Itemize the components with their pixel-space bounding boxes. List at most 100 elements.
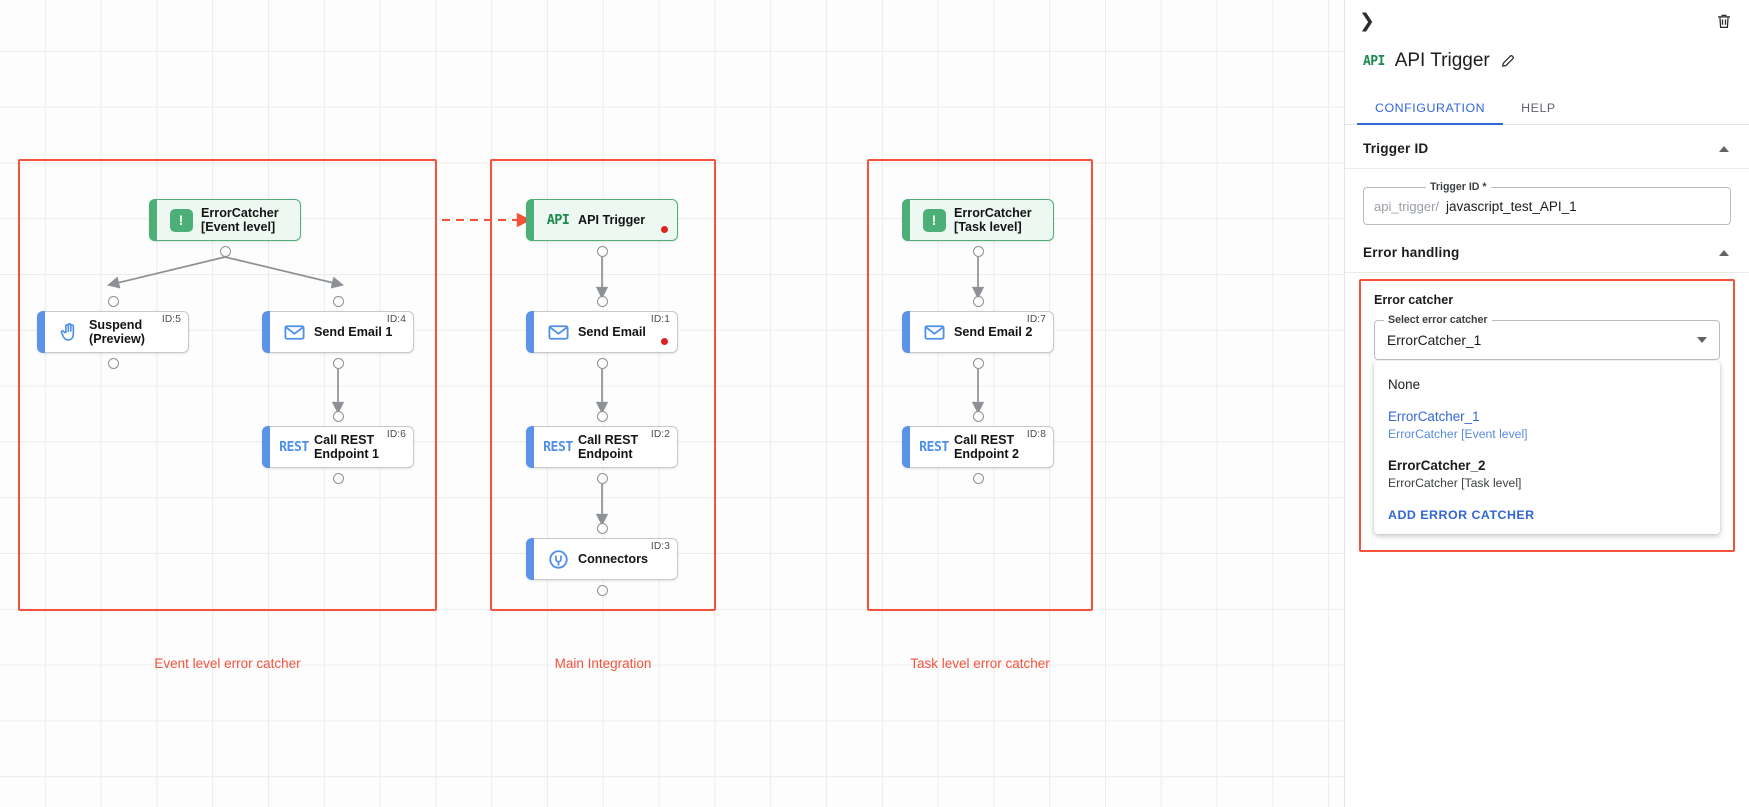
- node-output-port[interactable]: [972, 245, 984, 257]
- trigger-id-section-header[interactable]: Trigger ID: [1345, 125, 1749, 169]
- node-input-port[interactable]: [332, 410, 344, 422]
- group-label: Event level error catcher: [154, 656, 301, 671]
- node-output-port[interactable]: [596, 357, 608, 369]
- flow-node-send-email[interactable]: Send Email ID:1: [526, 311, 678, 353]
- delete-icon[interactable]: [1715, 12, 1733, 30]
- node-title: API Trigger: [578, 212, 646, 227]
- properties-panel: ❯ API API Trigger CONFIGURATION HELP Trig…: [1344, 0, 1749, 807]
- node-accent-bar: [526, 538, 534, 580]
- error-handling-heading: Error handling: [1363, 245, 1460, 260]
- node-accent-bar: [902, 311, 910, 353]
- trigger-id-input[interactable]: javascript_test_API_1: [1446, 198, 1577, 214]
- node-input-port[interactable]: [596, 410, 608, 422]
- tab-help[interactable]: HELP: [1521, 101, 1556, 115]
- node-title: ErrorCatcher [Event level]: [201, 205, 279, 234]
- node-id-badge: ID:6: [386, 429, 406, 440]
- node-error-indicator: [661, 338, 668, 345]
- errorcatcher-icon: !: [914, 208, 954, 232]
- trigger-id-heading: Trigger ID: [1363, 141, 1429, 156]
- chevron-up-icon[interactable]: [1719, 145, 1729, 152]
- flow-node-errorcatcher-event[interactable]: !ErrorCatcher [Event level]: [149, 199, 301, 241]
- node-title: ErrorCatcher [Task level]: [954, 205, 1032, 234]
- node-accent-bar: [262, 311, 270, 353]
- node-error-indicator: [661, 226, 668, 233]
- chevron-up-icon[interactable]: [1719, 249, 1729, 256]
- dropdown-option-subtitle: ErrorCatcher [Event level]: [1388, 427, 1528, 442]
- trigger-id-field[interactable]: Trigger ID * api_trigger/ javascript_tes…: [1363, 181, 1731, 225]
- node-id-badge: ID:5: [161, 314, 181, 325]
- rest-icon: REST: [279, 439, 309, 455]
- trigger-id-label: Trigger ID *: [1426, 181, 1491, 193]
- node-accent-bar: [526, 311, 534, 353]
- flow-canvas[interactable]: Event level error catcher Main Integratio…: [0, 0, 1344, 807]
- node-input-port[interactable]: [107, 295, 119, 307]
- node-input-port[interactable]: [596, 295, 608, 307]
- node-title: Send Email 2: [954, 324, 1033, 339]
- group-label: Main Integration: [554, 656, 652, 671]
- node-id-badge: ID:1: [650, 314, 670, 325]
- node-output-port[interactable]: [219, 245, 231, 257]
- dropdown-option-subtitle: ErrorCatcher [Task level]: [1388, 475, 1522, 490]
- trigger-id-field-wrap: Trigger ID * api_trigger/ javascript_tes…: [1345, 169, 1749, 241]
- group-box[interactable]: [18, 159, 437, 611]
- dropdown-option-title: ErrorCatcher_1: [1388, 409, 1480, 425]
- hand-icon: [49, 321, 89, 344]
- node-output-port[interactable]: [972, 472, 984, 484]
- node-output-port[interactable]: [107, 357, 119, 369]
- node-title: Send Email 1: [314, 324, 393, 339]
- node-input-port[interactable]: [332, 295, 344, 307]
- group-box[interactable]: [867, 159, 1093, 611]
- node-output-port[interactable]: [332, 472, 344, 484]
- node-input-port[interactable]: [972, 410, 984, 422]
- node-output-port[interactable]: [972, 357, 984, 369]
- chevron-down-icon[interactable]: [1697, 337, 1707, 343]
- add-error-catcher-button[interactable]: ADD ERROR CATCHER: [1388, 508, 1535, 523]
- flow-node-errorcatcher-task[interactable]: !ErrorCatcher [Task level]: [902, 199, 1054, 241]
- flow-node-suspend-preview[interactable]: Suspend (Preview)ID:5: [37, 311, 189, 353]
- error-catcher-select-label: Select error catcher: [1384, 314, 1492, 326]
- edit-pencil-icon[interactable]: [1500, 53, 1516, 69]
- group-box[interactable]: [490, 159, 716, 611]
- node-accent-bar: [149, 199, 157, 241]
- panel-title-row: API API Trigger: [1345, 42, 1749, 80]
- errorcatcher-icon: !: [161, 208, 201, 232]
- error-catcher-selected-value: ErrorCatcher_1: [1387, 332, 1482, 348]
- error-handling-section-header[interactable]: Error handling: [1345, 241, 1749, 273]
- node-accent-bar: [526, 426, 534, 468]
- node-output-port[interactable]: [596, 245, 608, 257]
- collapse-panel-icon[interactable]: ❯: [1359, 9, 1375, 32]
- envelope-icon: [274, 321, 314, 344]
- node-output-port[interactable]: [332, 357, 344, 369]
- node-id-badge: ID:3: [650, 541, 670, 552]
- node-input-port[interactable]: [972, 295, 984, 307]
- node-title: Connectors: [578, 551, 648, 566]
- node-input-port[interactable]: [596, 522, 608, 534]
- envelope-icon: [914, 321, 954, 344]
- node-output-port[interactable]: [596, 472, 608, 484]
- node-title: Send Email: [578, 324, 646, 339]
- node-id-badge: ID:4: [386, 314, 406, 325]
- node-id-badge: ID:7: [1026, 314, 1046, 325]
- error-catcher-label: Error catcher: [1374, 293, 1454, 307]
- node-output-port[interactable]: [596, 584, 608, 596]
- node-accent-bar: [37, 311, 45, 353]
- dropdown-option[interactable]: None: [1374, 369, 1720, 401]
- tab-configuration[interactable]: CONFIGURATION: [1357, 90, 1504, 125]
- api-icon: API: [546, 212, 570, 228]
- error-catcher-select[interactable]: Select error catcher ErrorCatcher_1: [1374, 314, 1720, 360]
- error-catcher-block: Error catcher Select error catcher Error…: [1359, 279, 1735, 553]
- envelope-icon: [538, 321, 578, 344]
- flow-node-api-trigger[interactable]: API API Trigger: [526, 199, 678, 241]
- node-accent-bar: [526, 199, 534, 241]
- page-title: API Trigger: [1394, 50, 1490, 71]
- panel-tabs: CONFIGURATION HELP: [1345, 90, 1749, 125]
